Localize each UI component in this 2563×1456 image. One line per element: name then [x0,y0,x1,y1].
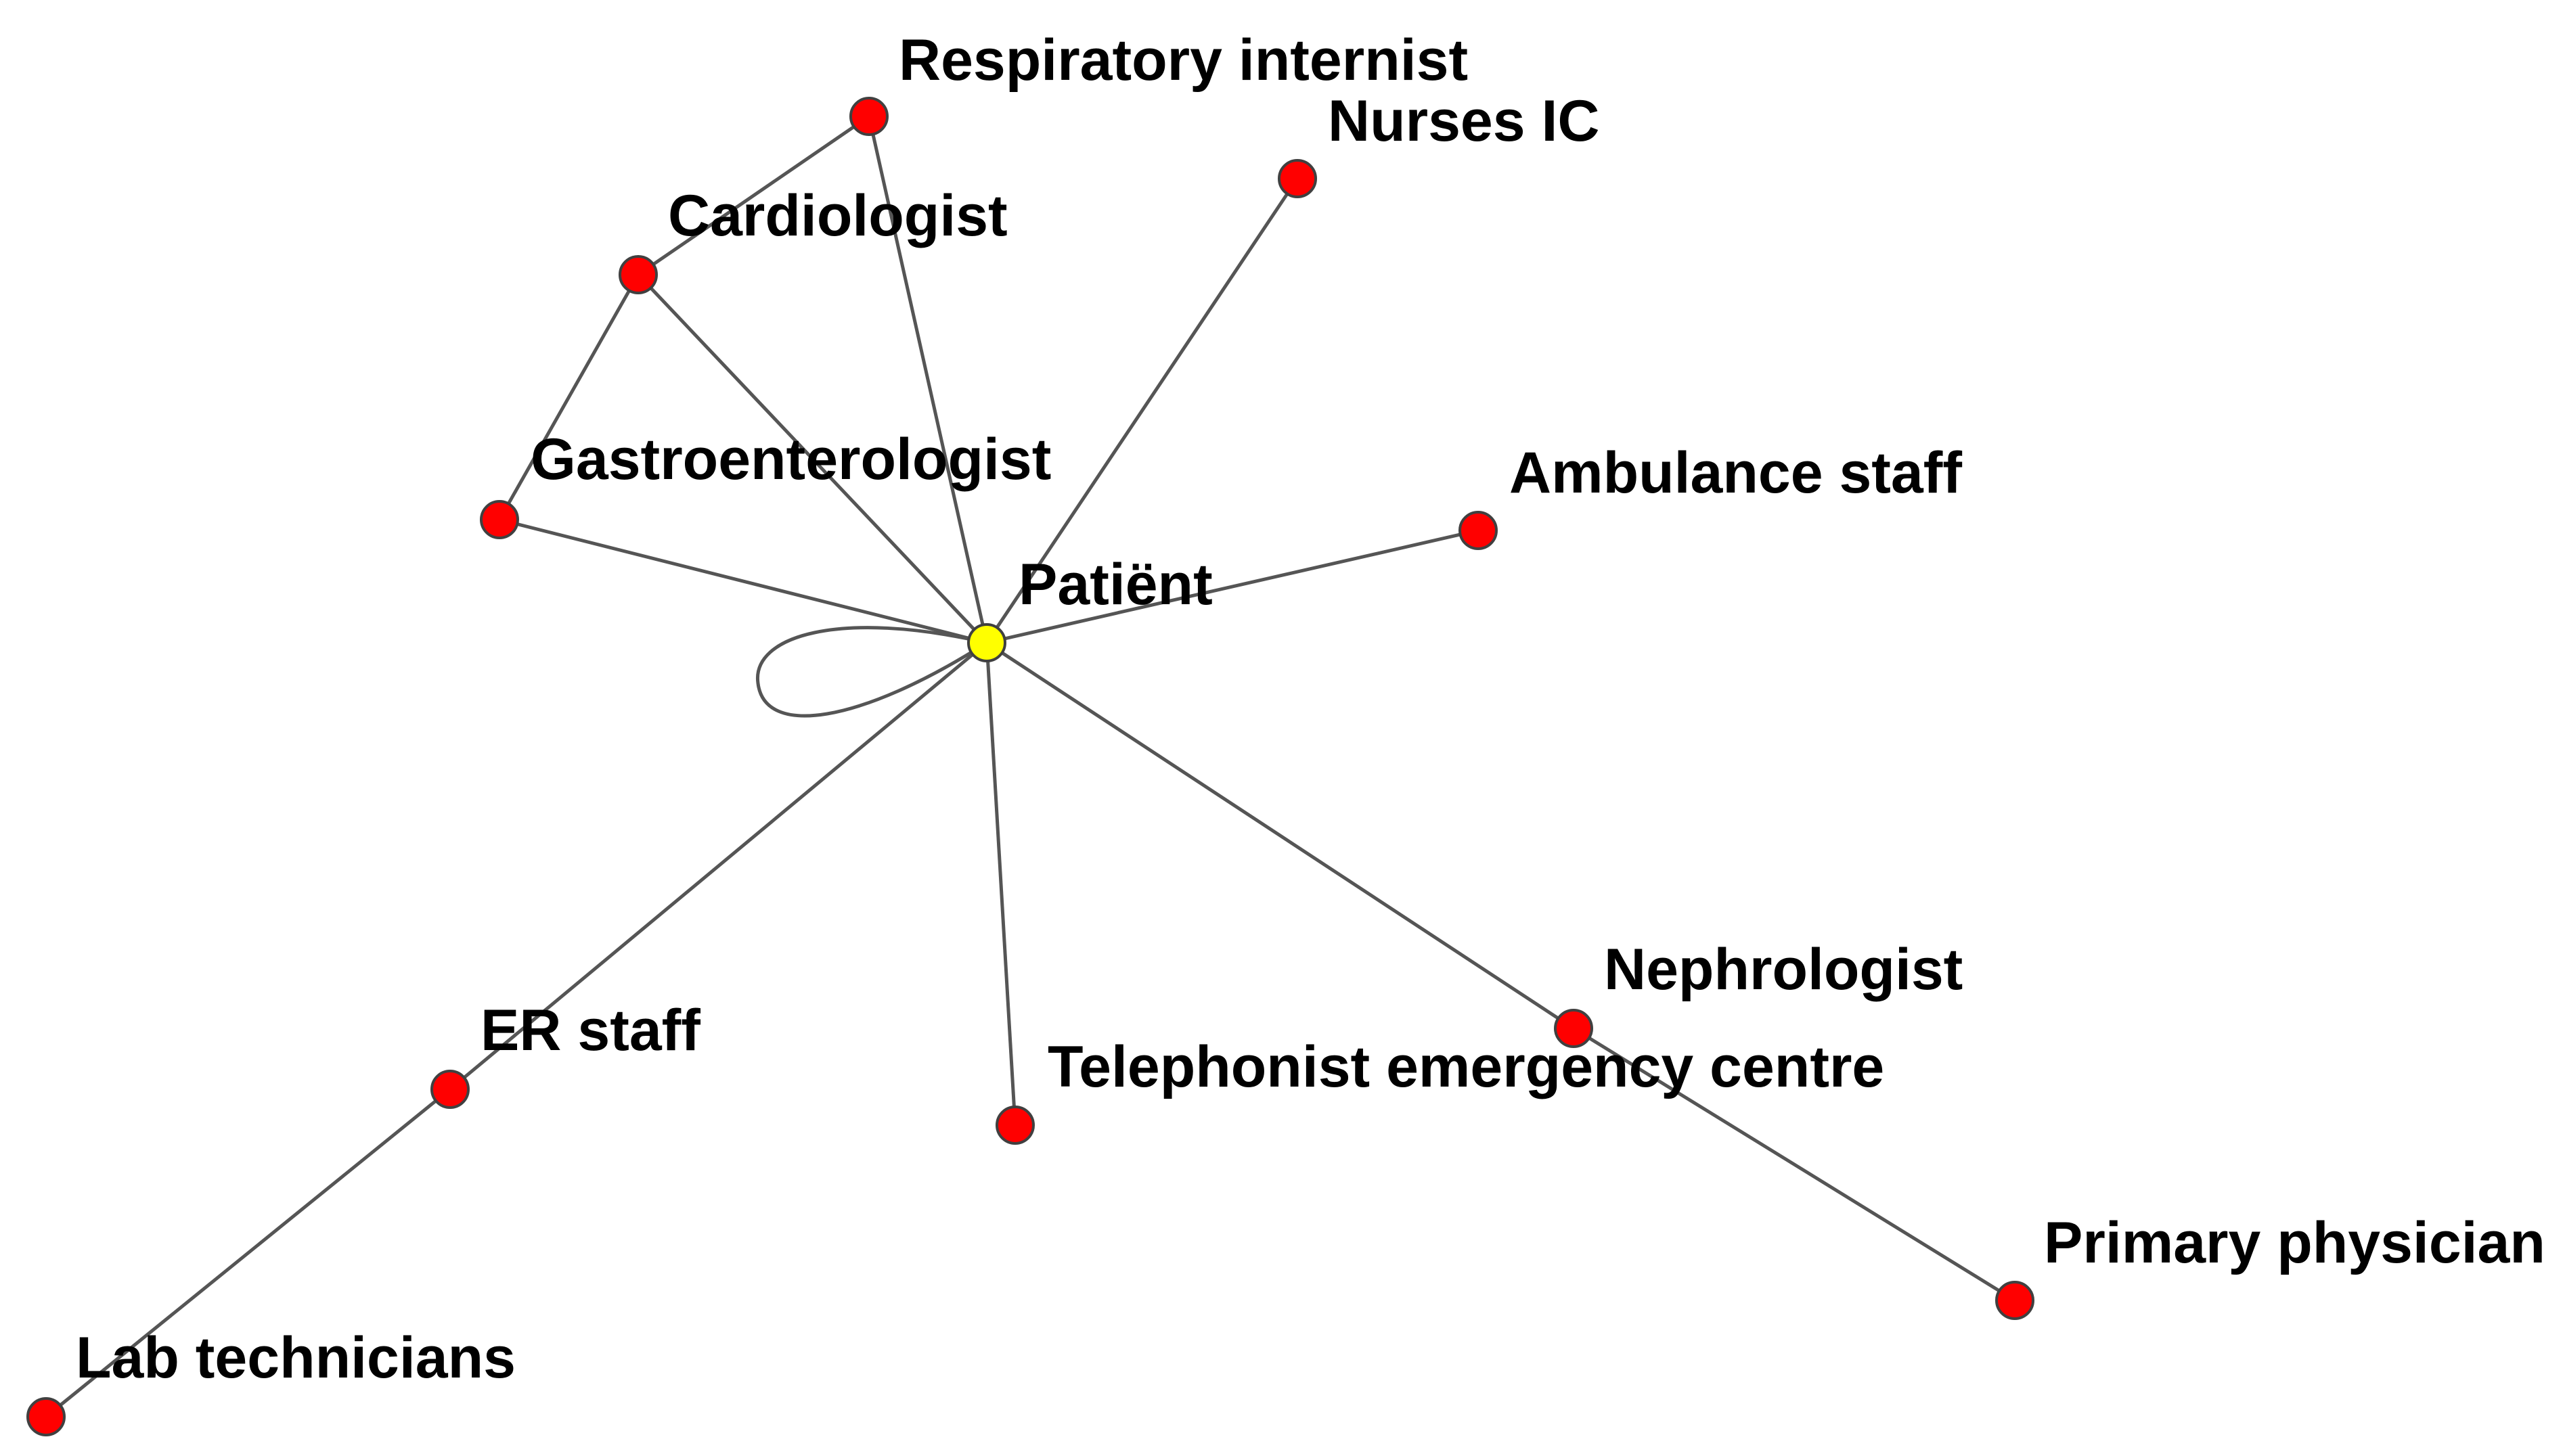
nodes-group [26,97,2034,1436]
node-er-staff [430,1070,470,1109]
edges-group [45,114,2016,1418]
label-cardiologist: Cardiologist [668,183,1008,248]
label-gastroenterologist: Gastroenterologist [531,427,1051,492]
label-respiratory-internist: Respiratory internist [899,28,1468,93]
node-lab-technicians [26,1397,66,1436]
edge-er-patient [449,641,988,1091]
node-cardiologist [619,255,658,294]
node-telephonist-emergency-centre [996,1106,1035,1145]
edge-primary-nephrologist [1572,1026,2016,1302]
node-nephrologist [1554,1009,1593,1048]
edge-patient-self-loop [756,626,988,718]
label-telephonist-emergency-centre: Telephonist emergency centre [1048,1034,1884,1099]
edge-ambulance-patient [986,528,1479,645]
edge-respiratory-patient [867,116,989,643]
edge-cardiologist-gastro [497,273,640,521]
node-gastroenterologist [480,500,519,539]
edge-telephonist-patient [985,642,1017,1126]
node-ambulance-staff [1458,511,1498,550]
labels-group: Respiratory internist Nurses IC Cardiolo… [76,28,2545,1390]
edge-gastro-patient [499,518,987,645]
label-ambulance-staff: Ambulance staff [1509,440,1962,505]
node-patient [967,623,1006,662]
label-lab-technicians: Lab technicians [76,1325,516,1390]
label-patient: Patiënt [1019,552,1213,617]
label-er-staff: ER staff [481,998,700,1063]
node-nurses-ic [1278,159,1317,198]
edge-nurses-patient [985,177,1299,644]
node-respiratory-internist [849,97,889,136]
edge-nephrologist-patient [985,641,1575,1030]
node-primary-physician [1995,1281,2034,1320]
label-nephrologist: Nephrologist [1604,937,1963,1002]
edge-respiratory-cardiologist [637,114,870,277]
label-nurses-ic: Nurses IC [1328,89,1600,154]
edge-lab-er [45,1088,451,1418]
label-primary-physician: Primary physician [2044,1210,2545,1275]
edge-cardiologist-patient [637,273,988,644]
